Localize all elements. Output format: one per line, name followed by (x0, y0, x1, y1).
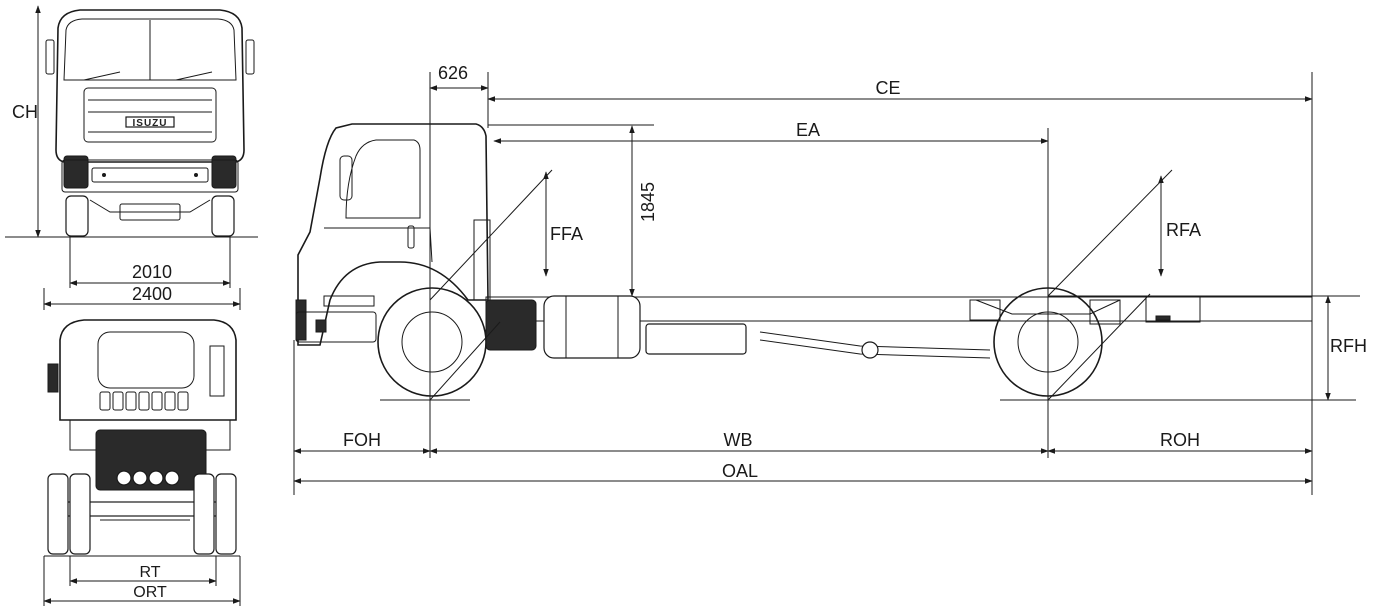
dim-ea-label: EA (796, 120, 820, 140)
dim-front-track-label: 2010 (132, 262, 172, 282)
dim-ch-label: CH (12, 102, 38, 122)
dim-overall-width-label: 2400 (132, 284, 172, 304)
dim-overall-rear-track-label: ORT (133, 584, 167, 601)
dim-rfa-label: RFA (1166, 220, 1201, 240)
side-view (295, 123, 1356, 401)
rear-view (44, 319, 240, 557)
dim-ce-label: CE (875, 78, 900, 98)
dim-roh-label: ROH (1160, 430, 1200, 450)
dim-oal-label: OAL (722, 461, 758, 481)
dim-cab-height-label: 1845 (638, 182, 658, 222)
brand-logo-front: ISUZU (133, 118, 168, 129)
dim-foh-label: FOH (343, 430, 381, 450)
front-view: ISUZU (5, 9, 258, 288)
dim-wb-label: WB (724, 430, 753, 450)
dim-rear-track-label: RT (139, 564, 160, 581)
dim-rfh-label: RFH (1330, 336, 1367, 356)
dim-ffa-label: FFA (550, 224, 583, 244)
dim-cab-offset-label: 626 (438, 63, 468, 83)
